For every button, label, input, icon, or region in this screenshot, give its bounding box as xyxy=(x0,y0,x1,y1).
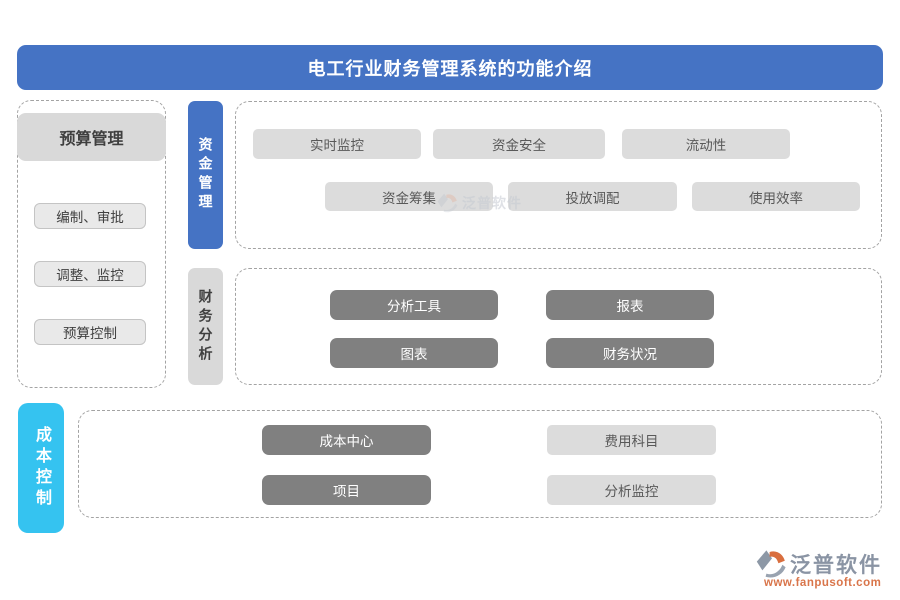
cost-node-analysis-monitor: 分析监控 xyxy=(547,475,716,505)
funds-panel xyxy=(235,101,882,249)
funds-node-fund-raising: 资金筹集 xyxy=(325,182,493,211)
funds-node-usage-efficiency: 使用效率 xyxy=(692,182,860,211)
tab-funds-management: 资金管理 xyxy=(188,101,223,249)
cost-panel xyxy=(78,410,882,518)
cost-node-project: 项目 xyxy=(262,475,431,505)
diagram-title-bar: 电工行业财务管理系统的功能介绍 xyxy=(17,45,883,90)
tab-cost-control: 成本控制 xyxy=(18,403,64,533)
page-title: 电工行业财务管理系统的功能介绍 xyxy=(307,58,593,79)
analysis-node-reports: 报表 xyxy=(546,290,714,320)
funds-node-allocation: 投放调配 xyxy=(508,182,677,211)
brand-logo-row: 泛普软件 xyxy=(756,548,896,580)
funds-node-liquidity: 流动性 xyxy=(622,129,790,159)
budget-item-budget-control: 预算控制 xyxy=(34,319,146,345)
funds-node-realtime-monitor: 实时监控 xyxy=(253,129,421,159)
funds-node-fund-safety: 资金安全 xyxy=(433,129,605,159)
cost-node-expense-subject: 费用科目 xyxy=(547,425,716,455)
analysis-node-charts: 图表 xyxy=(330,338,498,368)
tab-financial-analysis: 财务分析 xyxy=(188,268,223,385)
brand-name: 泛普软件 xyxy=(790,554,882,577)
cost-node-cost-center: 成本中心 xyxy=(262,425,431,455)
analysis-node-financial-status: 财务状况 xyxy=(546,338,714,368)
analysis-node-tools: 分析工具 xyxy=(330,290,498,320)
fanpu-logo-icon xyxy=(756,550,786,578)
brand-url: www.fanpusoft.com xyxy=(764,577,882,589)
budget-panel-title: 预算管理 xyxy=(17,113,166,161)
brand-logo: 泛普软件 www.fanpusoft.com xyxy=(756,548,896,589)
budget-item-adjust-monitor: 调整、监控 xyxy=(34,261,146,287)
budget-item-compile-approve: 编制、审批 xyxy=(34,203,146,229)
